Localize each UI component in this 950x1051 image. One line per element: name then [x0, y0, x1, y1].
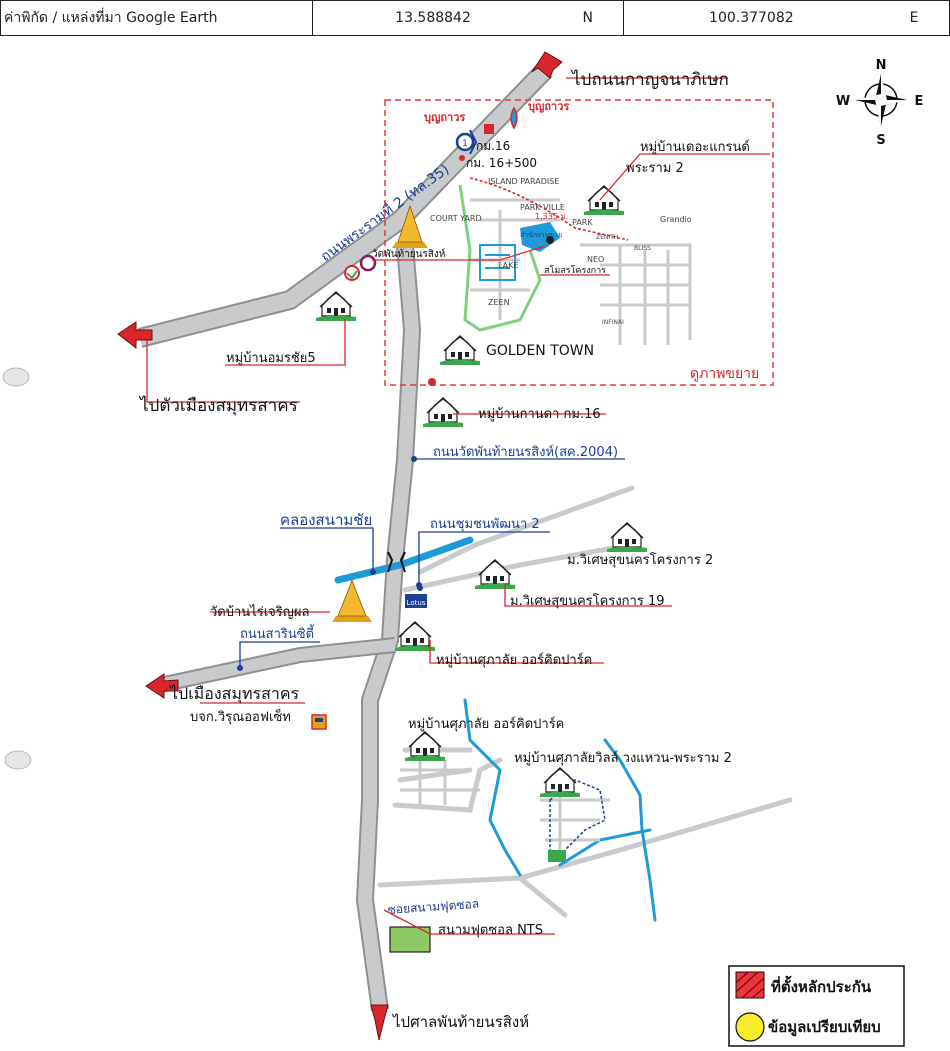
label-supalai-orchid-1: หมู่บ้านศุภาลัย ออร์คิดปาร์ค	[436, 652, 592, 668]
label-soi-futsal: ซอยสนามฟุตซอล	[387, 897, 479, 918]
compass-rose-icon: N S E W	[836, 58, 924, 148]
compass-e: E	[915, 94, 924, 109]
label-to-kanchanaphisek: ไปถนนกาญจนาภิเษก	[570, 69, 729, 90]
house-supalai2-icon	[404, 731, 446, 762]
source-label: ค่าพิกัด / แหล่งที่มา Google Earth	[4, 10, 218, 26]
legend-comparison-label: ข้อมูลเปรียบเทียบ	[768, 1018, 881, 1037]
supalai-ville-marker	[548, 850, 566, 862]
arrow-west-2-icon	[145, 673, 179, 699]
compass-n: N	[876, 58, 887, 73]
label-sarin-city: ถนนสารินซิตี้	[240, 624, 315, 642]
label-km16: กม.16	[476, 139, 510, 153]
latitude-value: 13.588842	[395, 10, 471, 26]
boonthavorn-logo: บุญถาวร บุญถาวร	[424, 100, 569, 125]
label-to-court: ไปศาลพันท้ายนรสิงห์	[392, 1013, 529, 1031]
label-chumchon-road: ถนนชุมชนพัฒนา 2	[430, 517, 540, 532]
house-kanda-icon	[422, 397, 464, 428]
svg-text:COURT YARD: COURT YARD	[430, 214, 482, 223]
legend-comparison-swatch	[735, 1012, 765, 1042]
tesco-lotus-icon: Lotus	[405, 585, 427, 608]
house-supalaiville-icon	[539, 767, 581, 798]
label-golden-town: GOLDEN TOWN	[486, 343, 594, 359]
svg-text:สำนักงานขาย: สำนักงานขาย	[520, 231, 562, 239]
arrow-west-icon	[117, 321, 153, 350]
arrow-south-icon	[370, 1004, 389, 1041]
temple-icon	[392, 204, 428, 248]
golden-town-estate	[458, 177, 629, 332]
legend: ที่ตั้งหลักประกัน ข้อมูลเปรียบเทียบ	[728, 965, 905, 1047]
longitude-dir: E	[909, 10, 919, 26]
svg-text:NEO: NEO	[587, 255, 604, 264]
legend-collateral-swatch	[735, 971, 765, 999]
label-supalai-ville: หมู่บ้านศุภาลัยวิลล์ วงแหวน-พระราม 2	[514, 750, 732, 766]
svg-text:1,335 ม.: 1,335 ม.	[535, 212, 568, 221]
poi-dot	[428, 378, 436, 386]
svg-text:ZENITH: ZENITH	[596, 234, 618, 241]
longitude-value: 100.377082	[709, 10, 794, 26]
svg-text:ISLAND PARADISE: ISLAND PARADISE	[488, 177, 559, 186]
label-the-grand: หมู่บ้านเดอะแกรนด์	[640, 139, 750, 155]
label-wat-rai: วัดบ้านไร่เจริญผล	[210, 604, 309, 620]
label-expand-view: ดูภาพขยาย	[690, 366, 759, 382]
label-km16-500: กม. 16+500	[466, 156, 537, 170]
label-wiset2: ม.วิเศษสุขนครโครงการ 2	[567, 552, 713, 568]
svg-text:LAKE: LAKE	[498, 261, 518, 270]
label-to-samut-sakhon: ไปเมืองสมุทรสาคร	[168, 684, 300, 704]
svg-text:บุญถาวร: บุญถาวร	[528, 100, 569, 114]
punch-holes	[2, 367, 32, 770]
legend-collateral-label: ที่ตั้งหลักประกัน	[771, 975, 872, 996]
direction-arrows	[117, 51, 563, 1041]
svg-text:บุญถาวร: บุญถาวร	[424, 111, 465, 125]
coordinate-header: ค่าพิกัด / แหล่งที่มา Google Earth 13.58…	[0, 0, 950, 36]
source-cell: ค่าพิกัด / แหล่งที่มา Google Earth	[1, 1, 314, 35]
label-wat-phanthai: วัดพันท้ายนรสิงห์	[372, 248, 445, 260]
svg-text:Grandio: Grandio	[660, 215, 692, 224]
label-amornchai5: หมู่บ้านอมรชัย5	[226, 351, 316, 366]
house-wiset19-icon	[474, 559, 516, 590]
leader-lines	[146, 77, 770, 935]
fuel-station-icon	[484, 106, 518, 134]
latitude-dir: N	[582, 10, 593, 26]
offset-company-icon	[311, 714, 327, 730]
svg-text:ZEEN: ZEEN	[488, 298, 510, 307]
expand-view-box[interactable]	[384, 99, 774, 386]
bridge-marker	[387, 551, 406, 573]
svg-text:INFINAI: INFINAI	[602, 319, 624, 326]
house-amornchai5-icon	[315, 291, 357, 322]
svg-text:PARK VILLE: PARK VILLE	[520, 203, 565, 212]
label-wiset19: ม.วิเศษสุขนครโครงการ 19	[510, 593, 665, 609]
label-khlong-sanam-chai: คลองสนามชัย	[280, 511, 372, 529]
longitude-cell: 100.377082 E	[624, 1, 949, 35]
svg-text:Lotus: Lotus	[407, 599, 426, 607]
label-to-samut-sakhon-city: ไปตัวเมืองสมุทรสาคร	[138, 395, 298, 416]
arrow-ne-icon	[531, 51, 563, 79]
label-wat-phanthai-road: ถนนวัดพันท้ายนรสิงห์(สค.2004)	[433, 444, 618, 460]
house-supalai1-icon	[394, 621, 436, 652]
house-thegrand-icon	[583, 185, 625, 216]
latitude-cell: 13.588842 N	[313, 1, 624, 35]
svg-text:1: 1	[462, 139, 468, 149]
label-kanda: หมู่บ้านกานดา กม.16	[478, 407, 601, 422]
bank-icons	[344, 254, 377, 281]
compass-s: S	[876, 133, 885, 148]
compass-w: W	[836, 94, 850, 109]
temple-2-icon	[332, 578, 372, 622]
label-varun-offset: บจก.วิรุณออฟเซ็ท	[190, 707, 291, 725]
svg-text:สโมสรโครงการ: สโมสรโครงการ	[544, 265, 606, 276]
svg-text:PARK: PARK	[572, 218, 593, 227]
label-the-grand-rama2: พระราม 2	[626, 161, 684, 176]
svg-text:BLISS: BLISS	[634, 245, 651, 252]
house-goldentown-icon	[439, 335, 481, 366]
label-supalai-orchid-2: หมู่บ้านศุภาลัย ออร์คิดปาร์ค	[408, 716, 564, 732]
label-futsal-nts: สนามฟุตซอล NTS	[438, 923, 543, 938]
km-marker-icon: 1	[455, 129, 478, 161]
